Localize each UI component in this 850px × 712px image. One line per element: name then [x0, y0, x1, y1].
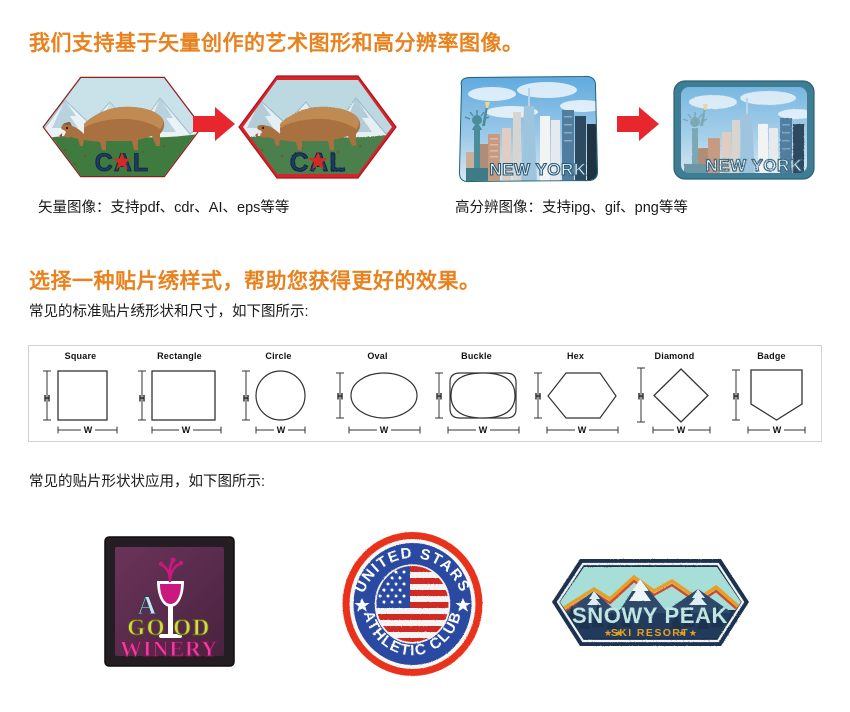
subtitle-shapes: 常见的标准贴片绣形状和尺寸，如下图所示: — [29, 304, 309, 320]
svg-text:H: H — [733, 391, 740, 401]
svg-text:W: W — [380, 425, 389, 435]
svg-text:NEW YORK: NEW YORK — [705, 156, 802, 175]
shape-label-buckle: Buckle — [461, 351, 492, 361]
svg-text:W: W — [773, 425, 782, 435]
shape-label-square: Square — [64, 351, 97, 361]
shape-cell-rectangle: Rectangle H W — [130, 346, 229, 443]
shape-cell-square: Square H W — [31, 346, 130, 443]
arrow-cal-icon — [191, 105, 237, 148]
shape-cell-hex: Hex H W — [526, 346, 625, 443]
bear-figure — [59, 106, 165, 150]
shape-label-oval: Oval — [367, 351, 388, 361]
svg-text:H: H — [638, 391, 645, 401]
svg-text:H: H — [337, 391, 344, 401]
skyline — [466, 88, 598, 182]
caption-vector-formats: 矢量图像：支持pdf、cdr、AI、eps等等 — [38, 200, 290, 216]
snowy-line1-text: SNOWY PEAK — [572, 603, 728, 628]
subtitle-applications: 常见的贴片形状状应用，如下图所示: — [29, 474, 266, 490]
shape-label-circle: Circle — [265, 351, 292, 361]
cal-lettering: CAL — [289, 147, 346, 177]
shape-label-hex: Hex — [566, 351, 585, 361]
svg-text:H: H — [139, 393, 146, 403]
winery-line1-text: A — [138, 591, 157, 620]
svg-text:W: W — [578, 425, 587, 435]
patch-athletic-club: UNITED STARS ATHLETIC CLUB — [340, 530, 485, 678]
patch-cal-bear-vector: CAL — [40, 72, 205, 182]
svg-text:CAL: CAL — [290, 147, 346, 177]
snowy-line2-text: SKI RESORT — [611, 627, 689, 639]
arrow-newyork-icon — [615, 105, 661, 148]
shape-label-rectangle: Rectangle — [157, 351, 202, 361]
svg-text:W: W — [277, 425, 286, 435]
new-york-lettering: NEW YORK — [489, 159, 587, 179]
patch-cal-bear-embroidered: CAL — [232, 68, 402, 186]
page-title-styles: 选择一种贴片绣样式，帮助您获得更好的效果。 — [29, 270, 481, 293]
svg-text:CAL: CAL — [95, 149, 149, 177]
caption-raster-formats: 高分辨图像：支持ipg、gif、png等等 — [455, 200, 688, 216]
svg-text:W: W — [479, 425, 488, 435]
svg-text:H: H — [44, 393, 51, 403]
svg-text:H: H — [243, 393, 250, 403]
shape-label-badge: Badge — [757, 351, 786, 361]
skyline — [698, 98, 804, 173]
shape-cell-oval: Oval H W — [328, 346, 427, 443]
svg-text:NEW YORK: NEW YORK — [489, 160, 586, 179]
winery-line3-text: WINERY — [120, 636, 218, 661]
shape-cell-badge: Badge H W — [722, 346, 821, 443]
shape-cell-circle: Circle H W — [229, 346, 328, 443]
svg-text:W: W — [677, 425, 686, 435]
page-title-artwork: 我们支持基于矢量创作的艺术图形和高分辨率图像。 — [29, 32, 524, 55]
patch-winery: A GO OD WINERY — [103, 535, 236, 668]
patch-new-york-photo: NEW YORK — [452, 72, 604, 187]
us-flag-emblem — [376, 566, 449, 642]
shape-cell-diamond: Diamond H W — [625, 346, 724, 443]
cal-lettering: CAL — [94, 149, 149, 177]
svg-text:H: H — [436, 391, 443, 401]
statue-of-liberty — [682, 104, 708, 173]
snowy-stars-right: ★ ★ — [678, 629, 697, 639]
svg-text:H: H — [535, 391, 542, 401]
svg-text:W: W — [182, 425, 191, 435]
wine-glass-icon — [157, 557, 184, 638]
snowy-stars-left: ★ ★ — [604, 629, 623, 639]
winery-line2-text: GO OD — [127, 615, 211, 640]
patch-snowy-peak: SNOWY PEAK SKI RESORT ★ ★ ★ ★ — [548, 555, 753, 650]
new-york-lettering: NEW YORK — [705, 155, 803, 175]
shape-label-diamond: Diamond — [654, 351, 695, 361]
shape-size-chart: Square H W Rectangle H — [28, 345, 822, 442]
snowy-line2-group: SKI RESORT ★ ★ ★ ★ — [604, 627, 697, 639]
patch-new-york-embroidered: NEW YORK — [668, 76, 820, 184]
shape-cell-buckle: Buckle H W — [427, 346, 526, 443]
bear-figure — [255, 106, 361, 150]
statue-of-liberty — [464, 102, 490, 182]
svg-text:W: W — [84, 425, 93, 435]
